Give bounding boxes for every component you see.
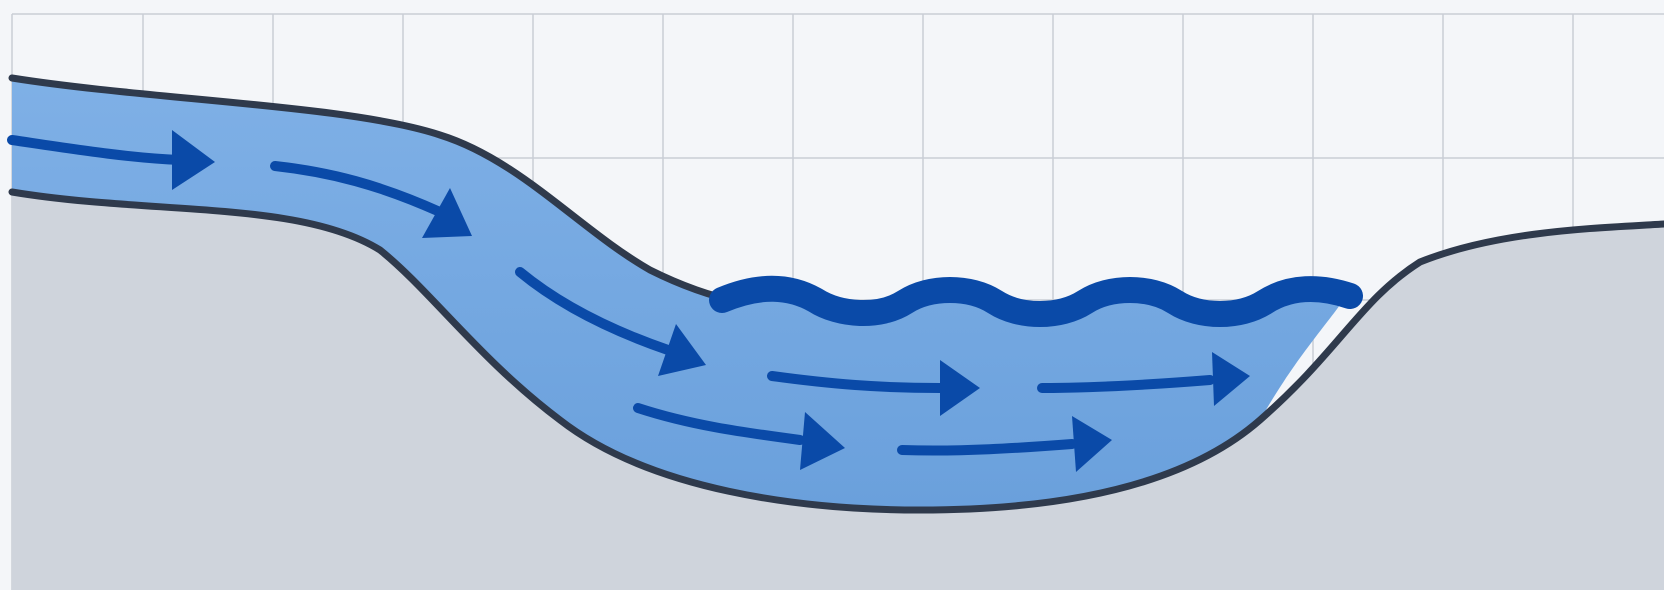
- flow-diagram-svg: [0, 0, 1664, 590]
- flow-diagram: [0, 0, 1664, 590]
